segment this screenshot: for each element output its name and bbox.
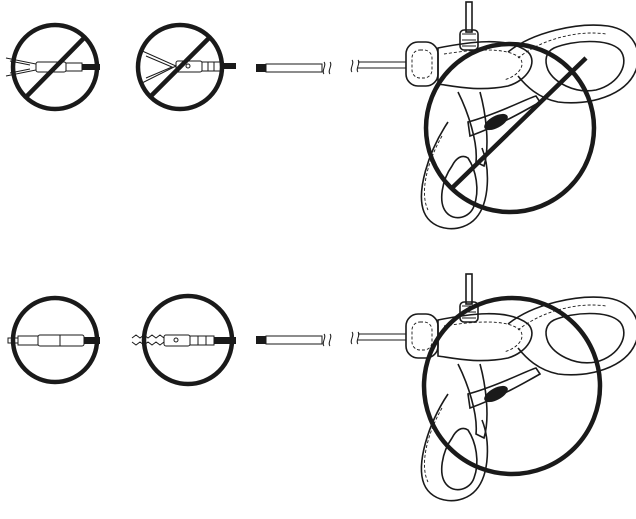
shaft-break-icon bbox=[322, 333, 332, 347]
plain-circle-icon bbox=[10, 295, 100, 385]
shaft-segment bbox=[256, 333, 332, 347]
row-incorrect bbox=[5, 1, 636, 230]
approved-handle bbox=[350, 273, 636, 502]
approved-jaw-insert-closed bbox=[7, 295, 100, 385]
plain-circle-icon bbox=[421, 295, 603, 477]
shaft-break-icon bbox=[350, 59, 360, 73]
plain-circle-icon bbox=[141, 293, 235, 387]
prohibited-jaw-insert-open bbox=[5, 22, 100, 112]
shaft-break-icon bbox=[322, 61, 332, 75]
row-correct bbox=[7, 273, 636, 502]
jaw-insert-closed-icon bbox=[7, 334, 100, 347]
shaft-segment bbox=[256, 61, 332, 75]
no-entry-circle-slash-icon bbox=[10, 22, 100, 112]
jaw-insert-serrated-icon bbox=[131, 334, 236, 347]
handle-with-ratchet-icon bbox=[357, 273, 636, 502]
approved-jaw-insert-serrated bbox=[131, 293, 236, 387]
prohibited-handle bbox=[350, 1, 636, 230]
shaft-break-icon bbox=[350, 331, 360, 345]
no-entry-circle-slash-icon bbox=[135, 22, 225, 112]
prohibited-jaw-insert-hinge bbox=[135, 22, 236, 112]
no-entry-circle-slash-icon bbox=[423, 41, 597, 215]
